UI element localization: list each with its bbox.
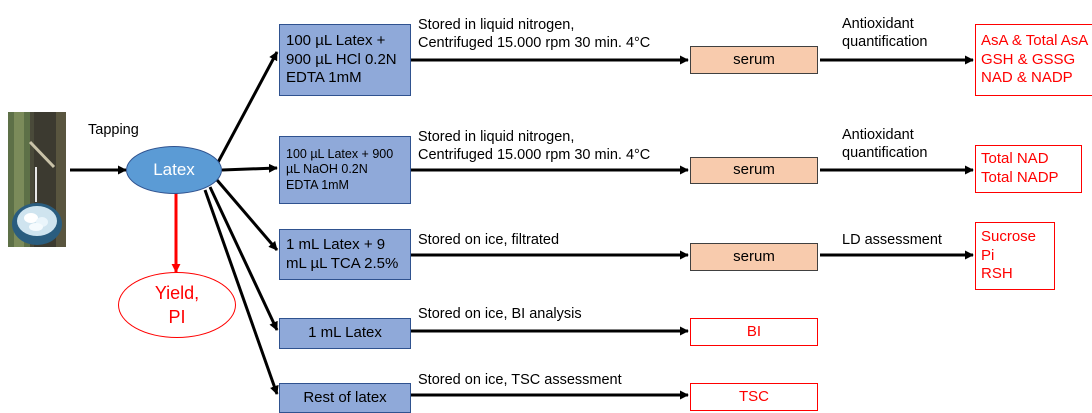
result-box-tsc: TSC (690, 383, 818, 411)
prep-box-naoh: 100 µL Latex + 900 µL NaOH 0.2N EDTA 1mM (279, 136, 411, 204)
prep-line: µL NaOH 0.2N (286, 162, 368, 177)
result-label: BI (746, 322, 762, 340)
result-line: Sucrose (981, 227, 1037, 245)
prep-line: Rest of latex (303, 388, 387, 406)
latex-label: Latex (153, 160, 195, 179)
arrow-latex-to-row-4 (208, 186, 279, 331)
prep-box-hcl: 100 µL Latex + 900 µL HCl 0.2N EDTA 1mM (279, 24, 411, 96)
result-line: NAD & NADP (981, 69, 1073, 87)
yield-node: Yield, PI (118, 272, 236, 338)
storage-line: Stored on ice, TSC assessment (418, 372, 622, 388)
result-label: TSC (739, 387, 769, 405)
serum-box-row-3: serum (690, 243, 818, 271)
serum-box-row-1: serum (690, 46, 818, 74)
analysis-line: LD assessment (842, 232, 942, 248)
storage-line: Stored on ice, filtrated (418, 232, 560, 248)
serum-box-row-2: serum (690, 157, 818, 184)
arrow-latex-to-row-1 (213, 51, 279, 169)
arrow-latex-to-row-3 (215, 179, 279, 251)
storage-line: Stored in liquid nitrogen, (418, 17, 575, 33)
storage-line: Stored in liquid nitrogen, (418, 129, 575, 145)
analysis-line: Antioxidant (842, 127, 914, 143)
analysis-line: Antioxidant (842, 16, 914, 32)
result-line: Pi (981, 246, 995, 264)
arrow-latex-to-row-2 (221, 163, 278, 173)
analysis-label-row-2: Antioxidant quantification (842, 126, 927, 162)
serum-label: serum (733, 247, 775, 265)
arrow-latex-to-row-5 (203, 189, 279, 395)
result-line: RSH (981, 265, 1013, 283)
prep-box-tca: 1 mL Latex + 9 mL µL TCA 2.5% (279, 229, 411, 280)
serum-label: serum (733, 50, 775, 68)
result-line: Total NAD (981, 150, 1049, 168)
result-line: GSH & GSSG (981, 50, 1076, 68)
prep-box-rest-of-latex: Rest of latex (279, 383, 411, 413)
result-line: Total NADP (981, 169, 1059, 186)
rubber-tree-tapping-photo-icon (8, 112, 66, 247)
latex-node: Latex (126, 146, 222, 194)
prep-line: 100 µL Latex + 900 (286, 146, 394, 161)
storage-label-row-4: Stored on ice, BI analysis (418, 305, 582, 323)
prep-box-1ml-latex: 1 mL Latex (279, 318, 411, 349)
results-box-nad-nadp: Total NAD Total NADP (975, 145, 1082, 193)
storage-label-row-3: Stored on ice, filtrated (418, 231, 559, 249)
storage-line: Centrifuged 15.000 rpm 30 min. 4°C (418, 147, 651, 164)
analysis-line: quantification (842, 145, 928, 162)
result-box-bi: BI (690, 318, 818, 346)
yield-label-line: Yield, (154, 282, 200, 303)
prep-line: 100 µL Latex + (286, 31, 386, 49)
tapping-label: Tapping (88, 122, 139, 138)
results-box-antioxidants: AsA & Total AsA GSH & GSSG NAD & NADP (975, 24, 1092, 96)
storage-line: Stored on ice, BI analysis (418, 306, 582, 322)
analysis-line: quantification (842, 34, 928, 51)
prep-line: 900 µL HCl 0.2N (286, 50, 397, 68)
prep-line: 1 mL Latex (308, 324, 382, 342)
prep-line: mL µL TCA 2.5% (286, 254, 399, 272)
analysis-label-row-1: Antioxidant quantification (842, 15, 927, 51)
yield-label-line: PI (168, 307, 186, 327)
storage-line: Centrifuged 15.000 rpm 30 min. 4°C (418, 35, 651, 52)
analysis-label-row-3: LD assessment (842, 231, 942, 249)
prep-line: EDTA 1mM (286, 69, 362, 87)
serum-label: serum (733, 161, 775, 179)
storage-label-row-5: Stored on ice, TSC assessment (418, 371, 622, 389)
results-box-ld: Sucrose Pi RSH (975, 222, 1055, 290)
storage-label-row-2: Stored in liquid nitrogen, Centrifuged 1… (418, 128, 650, 164)
prep-line: 1 mL Latex + 9 (286, 235, 386, 253)
storage-label-row-1: Stored in liquid nitrogen, Centrifuged 1… (418, 16, 650, 52)
result-line: AsA & Total AsA (981, 31, 1089, 49)
prep-line: EDTA 1mM (286, 177, 349, 192)
